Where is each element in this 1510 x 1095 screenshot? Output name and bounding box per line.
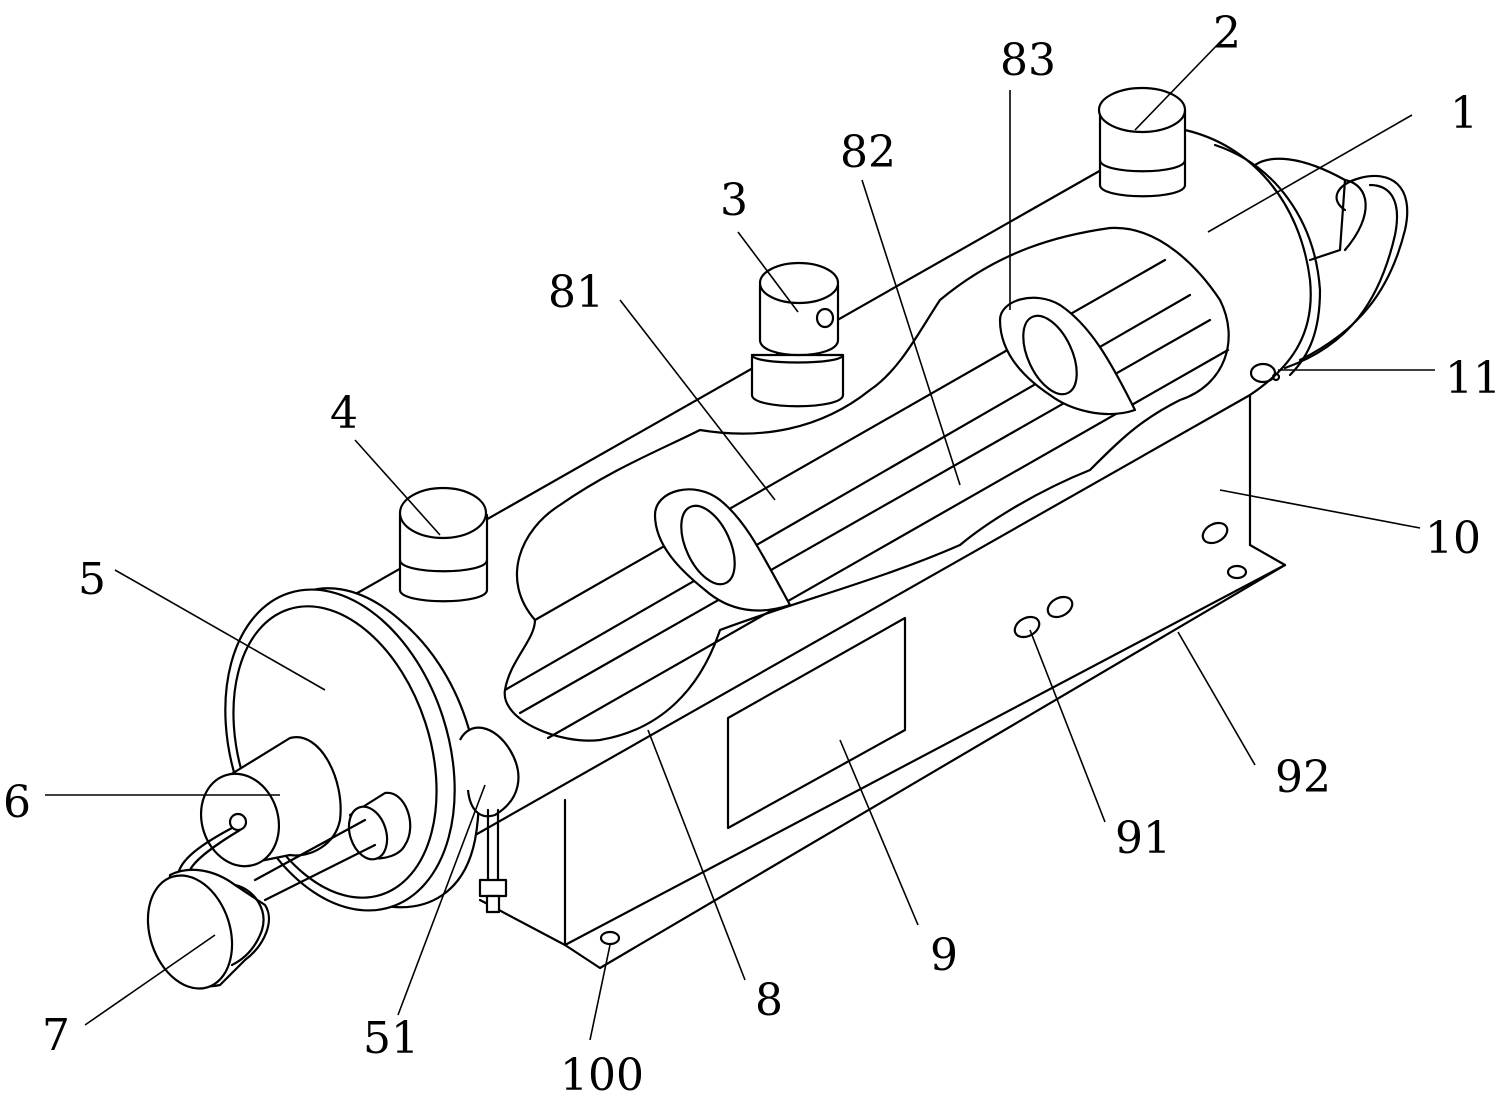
label-51: 51 [363,1013,419,1064]
reference-labels: 1 2 83 82 3 81 4 5 6 7 51 100 8 9 91 92 … [3,8,1501,1095]
label-81: 81 [548,267,604,318]
housing-tube [343,128,1409,840]
label-5: 5 [78,554,106,605]
end-cap [224,587,520,914]
leader-lines [45,39,1435,1041]
label-9: 9 [930,930,958,981]
port-2 [1097,86,1187,198]
label-82: 82 [840,127,896,178]
label-100: 100 [560,1050,644,1095]
label-8: 8 [755,975,783,1026]
label-7: 7 [42,1010,70,1061]
label-2: 2 [1213,8,1241,59]
label-4: 4 [330,388,358,439]
label-11: 11 [1445,353,1501,404]
base-plate [478,393,1287,970]
label-3: 3 [720,175,748,226]
display-window [726,616,907,830]
port-4 [398,486,489,603]
label-1: 1 [1450,88,1478,139]
label-92: 92 [1275,752,1331,803]
label-91: 91 [1115,813,1171,864]
port-3 [750,261,845,408]
plug-7 [146,868,270,990]
label-83: 83 [1000,35,1056,86]
cutaway-window [503,226,1230,742]
connector-6 [176,736,412,902]
label-10: 10 [1425,513,1481,564]
label-6: 6 [3,777,31,828]
